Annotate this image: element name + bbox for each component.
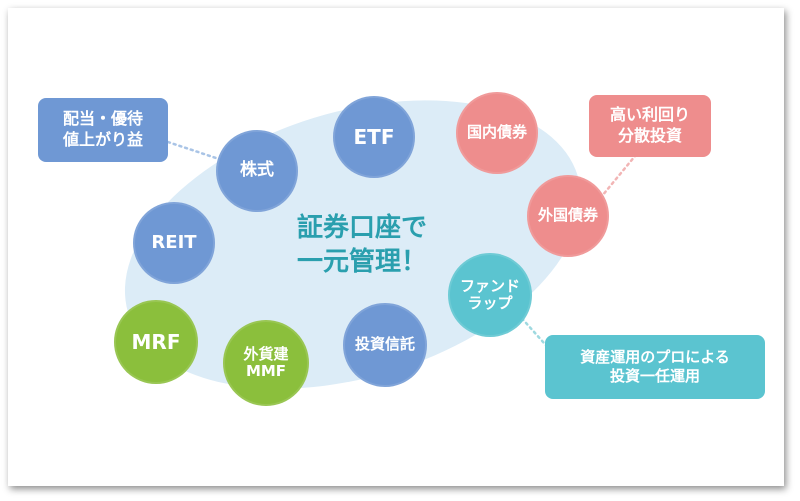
circle-kokunai-saiken: 国内債券	[456, 92, 538, 174]
circle-kabushiki: 株式	[216, 130, 298, 212]
callout-high-yield: 高い利回り 分散投資	[589, 95, 711, 157]
callout-discretionary: 資産運用のプロによる 投資一任運用	[545, 335, 765, 399]
center-title: 証券口座で 一元管理！	[296, 213, 427, 277]
circle-gaikoku-saiken: 外国債券	[527, 175, 609, 257]
connector-dividend	[166, 140, 224, 162]
connector-high-yield	[600, 148, 642, 198]
callout-dividend: 配当・優待 値上がり益	[38, 98, 168, 162]
circle-gaikadate-mmf: 外貨建 MMF	[223, 320, 309, 406]
circle-toushi-shintaku: 投資信託	[343, 303, 427, 387]
circle-reit: REIT	[133, 202, 215, 284]
circle-etf: ETF	[333, 96, 415, 178]
circle-mrf: MRF	[114, 300, 198, 384]
circle-fund-wrap: ファンド ラップ	[448, 253, 532, 337]
